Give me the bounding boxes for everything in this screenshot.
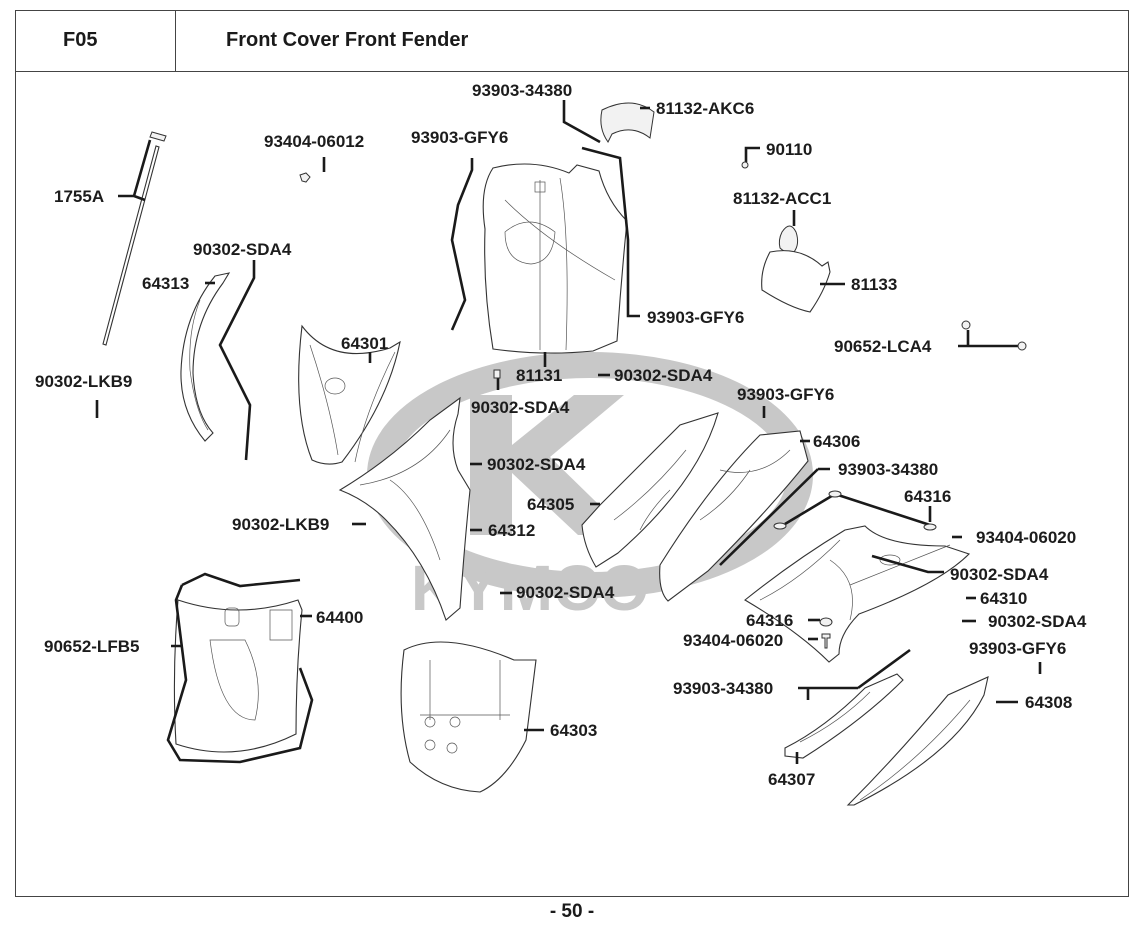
callout-1755a[interactable]: 1755A <box>54 187 105 206</box>
leader-93903-34380-lower <box>798 648 911 700</box>
part-64313-side-panel <box>180 272 231 442</box>
callout-81131[interactable]: 81131 <box>516 366 563 385</box>
part-64301-front-shroud <box>298 324 401 465</box>
callout-90302-sda4-lower[interactable]: 90302-SDA4 <box>516 583 615 602</box>
callout-90302-sda4-left[interactable]: 90302-SDA4 <box>193 240 292 259</box>
callout-90110[interactable]: 90110 <box>766 140 813 159</box>
page-title: Front Cover Front Fender <box>226 29 469 51</box>
part-screw-90110 <box>741 161 749 169</box>
leader-90110 <box>744 146 760 162</box>
callout-64305[interactable]: 64305 <box>527 495 575 514</box>
part-81131-inner-cover <box>482 163 628 354</box>
callout-93903-gfy6-lower[interactable]: 93903-GFY6 <box>969 639 1067 658</box>
callout-93903-gfy6-upper-right[interactable]: 93903-GFY6 <box>647 308 745 327</box>
callout-90302-sda4-right-upper[interactable]: 90302-SDA4 <box>950 565 1049 584</box>
callout-90652-lfb5[interactable]: 90652-LFB5 <box>44 637 140 656</box>
leader-93903-gfy6-upper-left <box>450 158 474 331</box>
part-64400-front-fender <box>173 599 303 753</box>
part-81132-akc6-bracket <box>600 102 655 143</box>
leader-93903-gfy6-upper-right <box>581 146 640 318</box>
callout-93903-34380-top[interactable]: 93903-34380 <box>472 81 573 100</box>
callout-93404-06020-upper[interactable]: 93404-06020 <box>976 528 1077 547</box>
leader-90652-lfb5 <box>166 572 314 764</box>
callout-64312[interactable]: 64312 <box>488 521 536 540</box>
part-clip-90652-lca4-a <box>961 320 971 330</box>
callout-64316-lower[interactable]: 64316 <box>746 611 794 630</box>
part-64306-floor-side-right <box>659 430 809 602</box>
callout-64307[interactable]: 64307 <box>768 770 816 789</box>
section-code-cell <box>15 10 176 71</box>
callout-93404-06020-lower[interactable]: 93404-06020 <box>683 631 784 650</box>
leader-93903-34380-mid <box>719 467 830 566</box>
callout-93903-34380-lower[interactable]: 93903-34380 <box>673 679 774 698</box>
leader-93903-34380-upper <box>562 100 601 144</box>
part-rubber-64316-c <box>923 523 937 531</box>
part-64307-side-cover-left <box>784 673 904 759</box>
leader-90302-sda4-left <box>218 260 256 461</box>
part-81132-acc1-grommet <box>778 225 799 253</box>
part-64308-side-cover-right <box>846 676 989 806</box>
callout-90652-lca4[interactable]: 90652-LCA4 <box>834 337 932 356</box>
part-bolt-93404-06020 <box>821 633 831 649</box>
callout-64306[interactable]: 64306 <box>813 432 861 451</box>
callout-64301[interactable]: 64301 <box>341 334 389 353</box>
leader-64316-upper <box>784 492 932 527</box>
section-code: F05 <box>63 29 98 51</box>
callout-90302-lkb9-left[interactable]: 90302-LKB9 <box>35 372 133 391</box>
callout-64310[interactable]: 64310 <box>980 589 1028 608</box>
callout-64303[interactable]: 64303 <box>550 721 598 740</box>
callout-93903-34380-mid[interactable]: 93903-34380 <box>838 460 939 479</box>
diagram-frame <box>15 10 1129 897</box>
header-divider <box>15 71 1129 72</box>
callout-64400[interactable]: 64400 <box>316 608 364 627</box>
callout-81132-akc6[interactable]: 81132-AKC6 <box>656 99 755 118</box>
part-clip-90652-lca4-b <box>1017 341 1027 351</box>
callout-81132-acc1[interactable]: 81132-ACC1 <box>733 189 832 208</box>
callout-81133[interactable]: 81133 <box>851 275 898 294</box>
leader-90302-sda4-right-upper <box>871 554 944 574</box>
callout-93903-gfy6-mid[interactable]: 93903-GFY6 <box>737 385 835 404</box>
part-screw-93404-06012 <box>299 172 311 183</box>
part-rubber-64316-d <box>819 617 833 627</box>
callout-93903-gfy6-upper-left[interactable]: 93903-GFY6 <box>411 128 509 147</box>
callout-90302-sda4-center-left[interactable]: 90302-SDA4 <box>471 398 570 417</box>
callout-90302-lkb9-mid[interactable]: 90302-LKB9 <box>232 515 330 534</box>
page-number: - 50 - <box>549 901 595 922</box>
part-rubber-64316-b <box>773 522 787 530</box>
callout-64316-upper[interactable]: 64316 <box>904 487 952 506</box>
part-clip-center-left <box>493 369 501 379</box>
callout-90302-sda4-center-right[interactable]: 90302-SDA4 <box>614 366 713 385</box>
callout-64308[interactable]: 64308 <box>1025 693 1073 712</box>
leader-90652-lca4 <box>958 330 1020 348</box>
part-81133-lid <box>761 250 831 313</box>
part-64303-inner-fender <box>400 641 537 793</box>
watermark-k-mark <box>470 395 630 535</box>
callout-90302-sda4-mid[interactable]: 90302-SDA4 <box>487 455 586 474</box>
part-64312-front-cover <box>338 396 471 621</box>
callout-90302-sda4-right-lower[interactable]: 90302-SDA4 <box>988 612 1087 631</box>
part-1755a-rod <box>102 131 167 346</box>
leader-1755a <box>118 139 152 202</box>
callout-93404-06012[interactable]: 93404-06012 <box>264 132 365 151</box>
callout-64313[interactable]: 64313 <box>142 274 190 293</box>
part-64305-floor-side-left <box>581 412 719 568</box>
part-rubber-64316-a <box>828 490 842 498</box>
